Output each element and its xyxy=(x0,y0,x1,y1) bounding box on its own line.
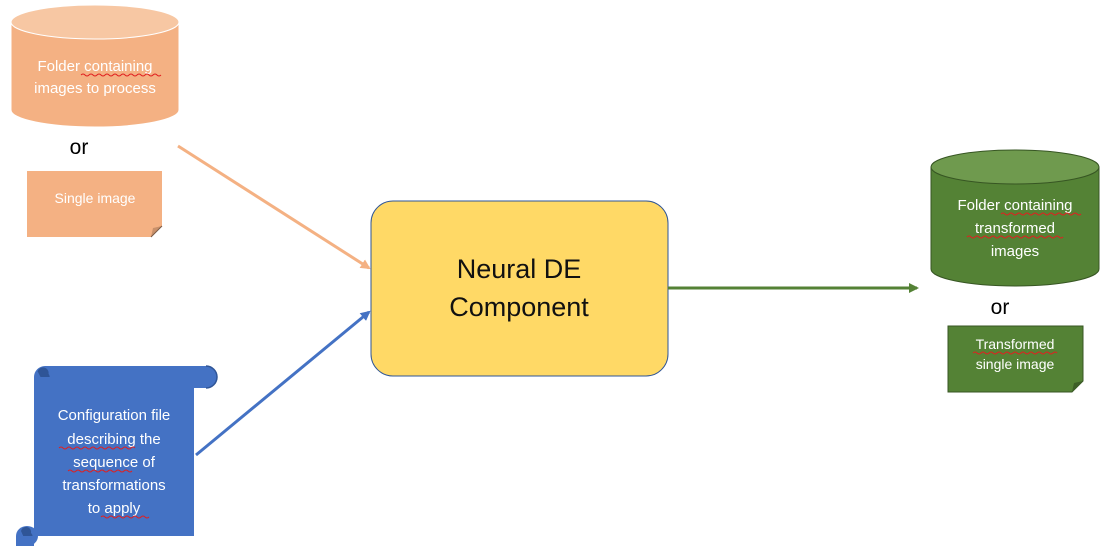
neural-de-component[interactable]: Neural DE Component xyxy=(370,200,669,377)
output-folder-label-line3: images xyxy=(991,243,1039,260)
input-folder-cylinder[interactable]: Folder containing images to process xyxy=(10,4,180,128)
config-label-line4: transformations xyxy=(62,477,165,494)
transformed-single-image-document[interactable]: Transformed single image xyxy=(947,325,1084,393)
component-label-line1: Neural DE xyxy=(457,254,582,284)
output-folder-cylinder[interactable]: Folder containing transformed images xyxy=(930,149,1100,287)
input-folder-label-line1: Folder containing xyxy=(37,58,152,75)
config-label-line2: describing the xyxy=(67,431,160,448)
arrow-input-to-component xyxy=(177,144,371,270)
config-label-line1: Configuration file xyxy=(58,407,171,424)
input-or-label: or xyxy=(70,136,89,159)
output-or-label: or xyxy=(991,296,1010,319)
transformed-label-line2: single image xyxy=(976,356,1055,372)
config-label-line3: sequence of xyxy=(73,454,156,471)
config-label-line5: to apply xyxy=(88,500,141,517)
single-image-label: Single image xyxy=(55,190,136,206)
configuration-file-scroll[interactable]: Configuration file describing the sequen… xyxy=(16,365,218,546)
output-folder-label-line2: transformed xyxy=(975,220,1055,237)
output-folder-label-line1: Folder containing xyxy=(957,197,1072,214)
input-folder-label-line2: images to process xyxy=(34,80,156,97)
single-image-document[interactable]: Single image xyxy=(27,171,163,238)
arrow-config-to-component xyxy=(195,310,371,457)
component-label-line2: Component xyxy=(449,292,589,322)
transformed-label-line1: Transformed xyxy=(976,336,1055,352)
